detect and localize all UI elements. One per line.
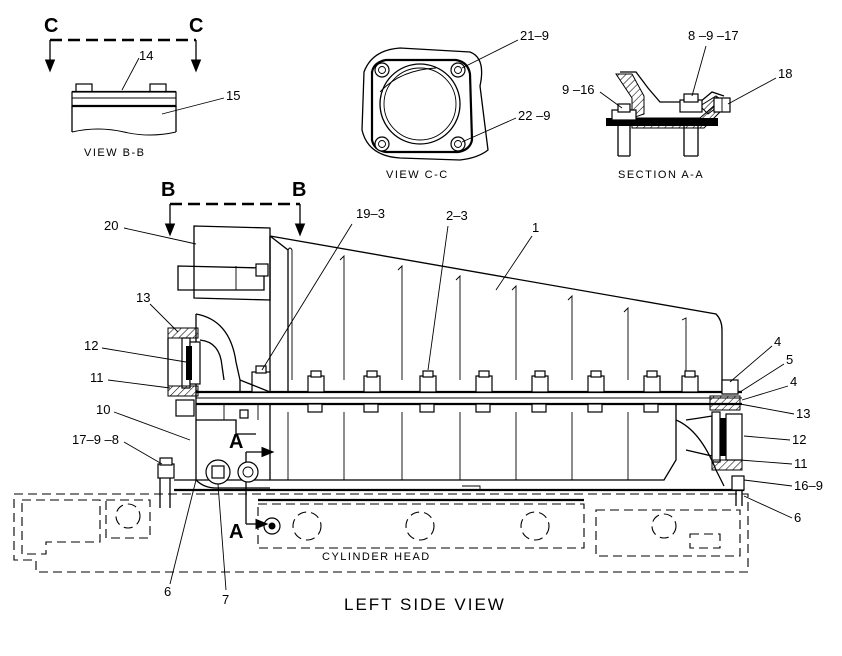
caption-left-side-view: LEFT SIDE VIEW <box>344 595 506 614</box>
cylinder-head-label: CYLINDER HEAD <box>322 551 431 563</box>
callout-11-right: 11 <box>794 456 808 471</box>
leader-10 <box>113 411 191 441</box>
leader-7 <box>217 483 227 591</box>
caption-view-bb: VIEW B-B <box>84 147 146 159</box>
view-cc: 21–9 22 –9 VIEW C-C <box>361 28 551 181</box>
caption-view-cc: VIEW C-C <box>386 169 449 181</box>
callout-12-right: 12 <box>792 432 806 447</box>
callout-21-9: 21–9 <box>520 28 549 43</box>
callout-4-top: 4 <box>774 334 781 349</box>
callout-18: 18 <box>778 66 792 81</box>
callout-7: 7 <box>222 592 229 607</box>
cut-line-c: C C <box>44 15 203 73</box>
callout-6-right: 6 <box>794 510 801 525</box>
leader-6-left <box>169 479 197 585</box>
callout-17-9-8: 17–9 –8 <box>72 432 119 447</box>
cut-letter-c-right: C <box>189 15 203 37</box>
leader-13-left <box>149 303 179 333</box>
manifold-lower <box>174 403 744 492</box>
leader-12-right <box>743 435 791 441</box>
view-bb: C C 14 15 VIEW B-B <box>44 15 240 159</box>
port-circle <box>379 63 461 145</box>
callout-15: 15 <box>226 88 240 103</box>
callout-13-left: 13 <box>136 290 150 305</box>
cut-letter-a-top: A <box>229 431 243 453</box>
manifold-flange <box>196 390 742 406</box>
leader-6-right <box>743 495 793 519</box>
cut-line-b: B B <box>161 179 306 237</box>
callout-16-9: 16–9 <box>794 478 823 493</box>
cut-letter-c-left: C <box>44 15 58 37</box>
callout-14: 14 <box>139 48 153 63</box>
cut-letter-a-bottom: A <box>229 521 243 543</box>
leader-13-right <box>739 403 795 415</box>
callout-6-left: 6 <box>164 584 171 599</box>
stud-17 <box>157 457 175 508</box>
leader-15 <box>161 97 225 115</box>
section-aa: 8 –9 –17 9 –16 18 SECTION A-A <box>562 28 792 181</box>
callout-5: 5 <box>786 352 793 367</box>
cylinder-head: CYLINDER HEAD <box>13 493 749 573</box>
leader-16-9 <box>743 479 793 487</box>
manifold-upper <box>269 235 723 393</box>
leader-11-right <box>739 459 793 465</box>
callout-12-left: 12 <box>84 338 98 353</box>
leader-17-9-8 <box>123 441 163 465</box>
left-side-view: B B CYLINDER HEAD A A <box>13 179 823 614</box>
leader-2-3 <box>427 225 449 371</box>
callout-9-16: 9 –16 <box>562 82 595 97</box>
leader-4-top <box>729 345 773 383</box>
right-clamp <box>685 379 745 506</box>
callout-1: 1 <box>532 220 539 235</box>
leader-21-9 <box>461 39 519 69</box>
cut-letter-b-right: B <box>292 179 306 201</box>
leader-4-bottom <box>741 385 789 401</box>
callout-11-left: 11 <box>90 370 104 385</box>
leader-19-3 <box>261 223 353 371</box>
callout-19-3: 19–3 <box>356 206 385 221</box>
callout-8-9-17: 8 –9 –17 <box>688 28 739 43</box>
leader-14 <box>121 57 140 91</box>
view-bb-part <box>71 83 177 136</box>
bracket-20 <box>177 225 271 301</box>
left-clamp <box>167 327 201 417</box>
callout-22-9: 22 –9 <box>518 108 551 123</box>
leader-9-16 <box>599 91 623 109</box>
left-elbow <box>195 313 271 435</box>
leader-12-left <box>101 347 187 363</box>
leader-5 <box>739 363 785 393</box>
callout-13-right: 13 <box>796 406 810 421</box>
cut-line-a: A A <box>229 431 275 543</box>
leader-22-9 <box>461 117 517 143</box>
callout-10: 10 <box>96 402 110 417</box>
leader-11-left <box>107 379 171 389</box>
callout-4-bottom: 4 <box>790 374 797 389</box>
leader-20 <box>123 227 197 245</box>
callout-20: 20 <box>104 218 118 233</box>
flange-bolts-top <box>251 365 699 393</box>
callout-2-3: 2–3 <box>446 208 468 223</box>
cut-letter-b-left: B <box>161 179 175 201</box>
leader-8-9-17 <box>691 45 707 97</box>
caption-section-aa: SECTION A-A <box>618 169 704 181</box>
plug-7 <box>205 459 259 485</box>
leader-1 <box>495 235 533 291</box>
leader-18 <box>727 77 777 105</box>
